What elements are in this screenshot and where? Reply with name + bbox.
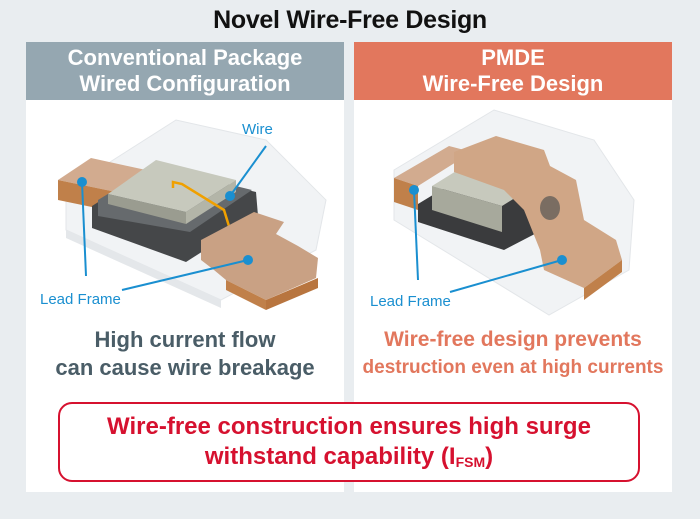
pmde-caption-line1: Wire-free design prevents [384, 328, 642, 351]
pmde-panel-header: PMDE Wire-Free Design [354, 42, 672, 100]
lead-frame-pointer-dot-right [243, 255, 253, 265]
clip-lead-frame [454, 136, 622, 288]
wire-free-package-illustration: Lead Frame [370, 109, 635, 316]
lead-frame-pointer-line-left [413, 189, 419, 281]
conventional-caption: High current flow can cause wire breakag… [26, 326, 344, 382]
lead-frame-pointer-line-right [449, 259, 563, 293]
conventional-header-line2: Wired Configuration [79, 71, 291, 96]
pmde-header-line1: PMDE [481, 45, 545, 70]
lead-frame-pointer-dot-right [557, 255, 567, 265]
conventional-caption-line1: High current flow [94, 327, 276, 352]
pmde-caption: Wire-free design prevents destruction ev… [354, 326, 672, 382]
conventional-package-panel: Conventional Package Wired Configuration… [26, 42, 344, 492]
conventional-panel-header: Conventional Package Wired Configuration [26, 42, 344, 100]
mold-body-bottom [66, 230, 221, 308]
clip-hole [540, 196, 560, 220]
page-title: Novel Wire-Free Design [213, 6, 487, 34]
clip-lead-frame-end [584, 260, 622, 300]
lead-frame-pointer-dot-left [409, 185, 419, 195]
conventional-caption-line2: can cause wire breakage [55, 355, 315, 380]
right-lead-frame [201, 212, 318, 300]
lead-frame-pointer-line-left [81, 181, 87, 277]
surge-capability-callout: Wire-free construction ensures high surg… [58, 402, 640, 482]
lead-frame-pointer-line-right [121, 259, 249, 291]
lead-frame-label: Lead Frame [40, 291, 121, 308]
wire-pointer-dot [225, 191, 235, 201]
callout-line2-prefix: withstand capability (I [204, 443, 456, 470]
wire-pointer-line [229, 145, 267, 197]
right-lead-frame-side [226, 280, 266, 310]
wire [171, 180, 234, 237]
callout-line1: Wire-free construction ensures high surg… [107, 413, 591, 440]
wire-label: Wire [242, 121, 273, 138]
callout-line2: withstand capability (IFSM) [60, 442, 638, 477]
wired-package-illustration: Wire Lead Frame [40, 119, 327, 310]
conventional-header-line1: Conventional Package [67, 45, 303, 70]
chip-side-front [432, 186, 502, 232]
pmde-caption-line2: destruction even at high currents [362, 357, 664, 378]
chip-side-front [108, 194, 186, 224]
right-lead-frame-end [266, 278, 318, 310]
lead-frame-pointer-dot-left [77, 177, 87, 187]
ifsm-subscript: FSM [455, 454, 486, 470]
pmde-header-line2: Wire-Free Design [422, 71, 604, 96]
lead-frame-label: Lead Frame [370, 293, 451, 310]
left-lead-frame [394, 146, 472, 186]
callout-line2-suffix: ) [485, 443, 494, 470]
